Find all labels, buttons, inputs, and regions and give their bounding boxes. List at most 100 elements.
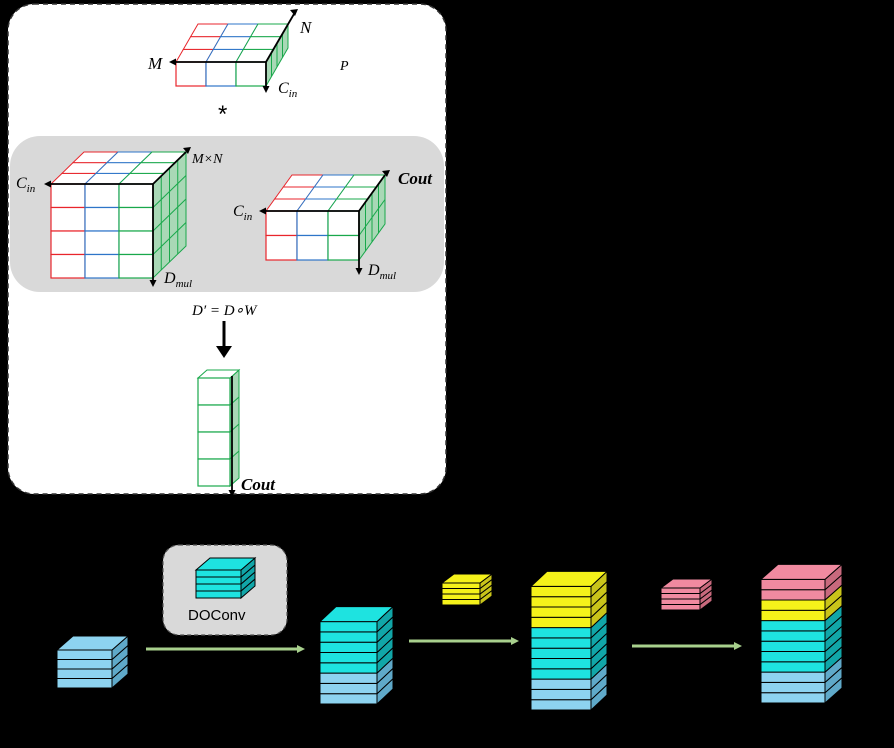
- stack-out1-layer: [319, 621, 378, 633]
- kernel-cin-arrowhead: [262, 86, 270, 93]
- stack-out3-layer: [760, 589, 826, 601]
- kernel-front-cell: [175, 61, 207, 87]
- stack-out2-layer: [530, 678, 592, 690]
- doconv-stack-layer: [195, 590, 242, 599]
- depthwise-label-cin: Cin: [16, 175, 36, 195]
- cv-front-cell: [327, 210, 360, 237]
- stack-input-layer: [56, 659, 113, 670]
- flow-arrow-1: [146, 645, 305, 653]
- stack-pink-top-face: [659, 578, 714, 589]
- stack-out2-layer: [530, 606, 592, 618]
- stack-out2-layer: [530, 596, 592, 608]
- stack-yellow-layer: [441, 593, 481, 600]
- doconv-stack-layer: [195, 583, 242, 592]
- dw-cin-arrowhead: [44, 180, 51, 188]
- dw-front-cell: [118, 253, 154, 279]
- cv-front-cell: [296, 234, 329, 261]
- doconv-stack-layer: [195, 569, 242, 578]
- cv-cout-arrowhead: [382, 170, 390, 177]
- res-front-cell: [197, 458, 231, 487]
- dw-side-row: [152, 175, 187, 208]
- doconv-stack-layer: [195, 576, 242, 585]
- dw-side-row: [152, 222, 187, 255]
- dw-mn-axis: [152, 151, 187, 185]
- result-column: [196, 368, 241, 497]
- dw-mn-arrowhead: [183, 147, 191, 154]
- kernel-n-axis: [265, 13, 295, 63]
- stack-out3-top-face: [759, 563, 844, 580]
- flow-arrow-3: [632, 642, 742, 650]
- stack-out1-layer: [319, 672, 378, 684]
- res-front-cell: [197, 377, 231, 406]
- depthwise-block: [44, 147, 191, 287]
- res-front-cell: [197, 404, 231, 433]
- stack-out2-layer: [530, 637, 592, 649]
- kernel-n-arrowhead: [290, 9, 298, 16]
- stack-out2-layer: [530, 658, 592, 670]
- stack-out2-layer: [530, 688, 592, 701]
- kernel-label-n: N: [299, 18, 313, 37]
- formula-text: D′ = D∘W: [191, 303, 258, 319]
- stack-out2-top-face: [529, 570, 609, 587]
- dw-front-cell: [50, 206, 86, 232]
- stack-yellow-layer: [441, 599, 481, 606]
- conventional-label-cin: Cin: [233, 203, 253, 223]
- stack-yellow-layer: [441, 588, 481, 595]
- stack-out3-layer: [760, 578, 826, 591]
- kernel-front-cell: [205, 61, 237, 87]
- stack-out3-layer: [760, 671, 826, 683]
- input-feature-stack: [55, 634, 130, 690]
- cv-front-cell: [327, 234, 360, 261]
- stack-pink-layer: [660, 598, 701, 605]
- kernel-front-cell: [235, 61, 267, 87]
- stack-out3-layer: [760, 681, 826, 694]
- stack-input-top-face: [55, 635, 130, 651]
- stack-out1-layer: [319, 682, 378, 695]
- stack-input-layer: [56, 678, 113, 689]
- cv-front-cell: [265, 210, 298, 237]
- doconv-output-stack: [318, 605, 395, 706]
- depthwise-label-mn: M×N: [191, 152, 223, 167]
- dw-front-cell: [84, 183, 120, 209]
- stack-out3-layer: [760, 651, 826, 663]
- concat-stack-2: [759, 563, 844, 705]
- conventional-block: [259, 170, 390, 275]
- stack-out1-layer: [319, 631, 378, 643]
- stack-yellow-top-face: [440, 573, 494, 584]
- stack-out3-layer: [760, 599, 826, 611]
- cv-side-row: [358, 199, 386, 236]
- conventional-label-dmul: Dmul: [367, 262, 396, 282]
- yellow-feature-stack: [440, 573, 494, 606]
- doconv-label: DOConv: [188, 607, 246, 624]
- stack-out3-layer: [760, 640, 826, 653]
- kernel-m-arrowhead: [169, 58, 176, 66]
- stack-out2-layer: [530, 616, 592, 629]
- kernel-label-p: P: [339, 59, 349, 74]
- stack-out3-layer: [760, 661, 826, 673]
- stack-out2-layer: [530, 585, 592, 598]
- stack-out3-layer: [760, 630, 826, 642]
- dw-front-cell: [50, 183, 86, 209]
- stack-out2-layer: [530, 668, 592, 680]
- cv-front-cell: [265, 234, 298, 261]
- cv-front-cell: [296, 210, 329, 237]
- cv-dmul-arrowhead: [355, 268, 363, 275]
- cv-cin-arrowhead: [259, 207, 266, 215]
- dw-front-cell: [84, 206, 120, 232]
- result-label-cout: Cout: [241, 475, 276, 494]
- dw-front-cell: [84, 230, 120, 256]
- down-arrow-icon: [216, 321, 232, 358]
- kernel-label-cin: Cin: [278, 80, 298, 100]
- res-cout-arrowhead: [228, 490, 236, 497]
- dw-dmul-arrowhead: [149, 280, 157, 287]
- pink-feature-stack: [659, 578, 714, 611]
- stack-out1-layer: [319, 641, 378, 654]
- stack-out1-layer: [319, 652, 378, 664]
- stack-out3-layer: [760, 620, 826, 632]
- concat-stack-1: [529, 570, 609, 712]
- stack-out2-layer: [530, 647, 592, 660]
- stack-out1-layer: [319, 693, 378, 705]
- stack-out3-layer: [760, 609, 826, 622]
- doconv-stack-icon: [194, 556, 257, 600]
